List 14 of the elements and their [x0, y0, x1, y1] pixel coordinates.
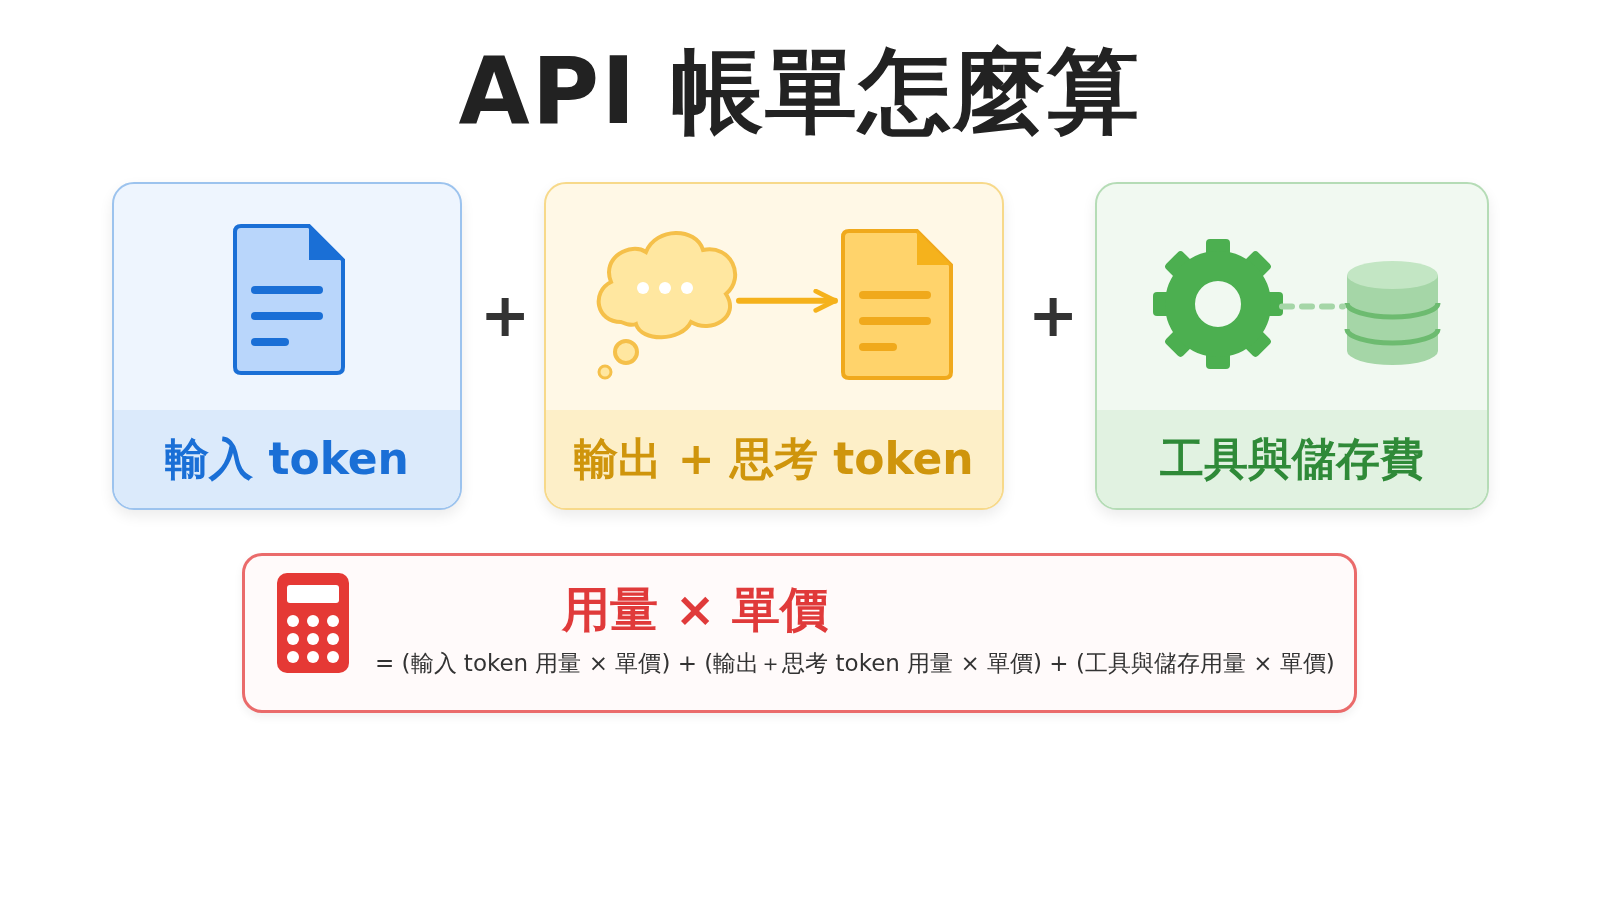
connector-line	[1279, 303, 1346, 310]
formula-box	[242, 553, 1357, 713]
card-label: 輸出 + 思考 token	[574, 431, 974, 486]
arrow	[736, 288, 838, 313]
formula-heading: 用量 × 單價	[560, 580, 829, 639]
category-card	[544, 182, 1004, 510]
plus-sign: +	[1028, 285, 1079, 345]
card-label: 輸入 token	[165, 431, 409, 486]
category-card	[112, 182, 462, 510]
plus-sign: +	[480, 285, 531, 345]
category-card	[1095, 182, 1489, 510]
formula-text: = (輸入 token 用量 × 單價) + (輸出＋思考 token 用量 × 單價) + (工具與儲存用量 × 單價)	[375, 649, 1335, 678]
card-label: 工具與儲存費	[1160, 431, 1424, 486]
title: API 帳單怎麼算	[457, 37, 1143, 147]
